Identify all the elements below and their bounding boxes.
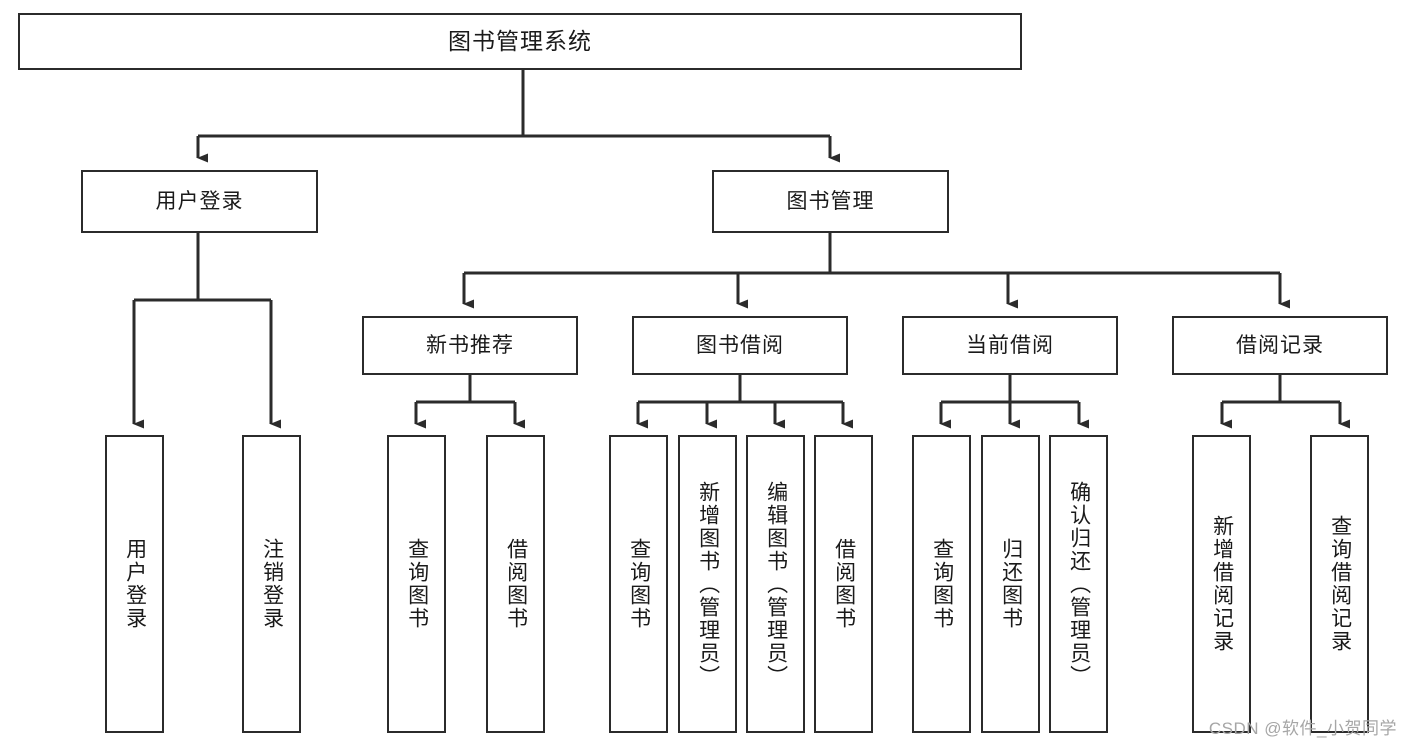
- node-label: 图书管理: [786, 189, 875, 213]
- node-label: 注销登录: [260, 538, 284, 630]
- node-label: 新增借阅记录: [1210, 515, 1234, 653]
- node-label: 图书管理系统: [448, 27, 592, 54]
- leaf-confirm-return-admin[interactable]: 确认归还（管理员）: [1049, 435, 1108, 733]
- node-label: 新书推荐: [426, 333, 514, 357]
- node-new-book-recommend[interactable]: 新书推荐: [362, 316, 578, 375]
- node-label: 用户登录: [155, 189, 244, 213]
- node-label: 归还图书: [999, 538, 1023, 630]
- leaf-query-book-current[interactable]: 查询图书: [912, 435, 971, 733]
- leaf-query-book-borrow[interactable]: 查询图书: [609, 435, 668, 733]
- leaf-return-book[interactable]: 归还图书: [981, 435, 1040, 733]
- leaf-user-login[interactable]: 用户登录: [105, 435, 164, 733]
- node-label: 借阅记录: [1236, 333, 1324, 357]
- node-label: 查询图书: [930, 538, 954, 630]
- leaf-query-borrow-record[interactable]: 查询借阅记录: [1310, 435, 1369, 733]
- node-label: 图书借阅: [696, 333, 784, 357]
- node-label: 当前借阅: [966, 333, 1054, 357]
- node-book-management[interactable]: 图书管理: [712, 170, 949, 233]
- node-label: 确认归还（管理员）: [1067, 480, 1091, 688]
- node-label: 新增图书（管理员）: [696, 480, 720, 688]
- node-root-system[interactable]: 图书管理系统: [18, 13, 1022, 70]
- node-book-borrow[interactable]: 图书借阅: [632, 316, 848, 375]
- leaf-edit-book-admin[interactable]: 编辑图书（管理员）: [746, 435, 805, 733]
- node-current-borrow[interactable]: 当前借阅: [902, 316, 1118, 375]
- node-user-login[interactable]: 用户登录: [81, 170, 318, 233]
- node-label: 查询借阅记录: [1328, 515, 1352, 653]
- node-label: 借阅图书: [832, 538, 856, 630]
- leaf-logout-login[interactable]: 注销登录: [242, 435, 301, 733]
- node-label: 用户登录: [123, 538, 147, 630]
- csdn-watermark: CSDN @软件_小贺同学: [1208, 719, 1397, 738]
- node-label: 编辑图书（管理员）: [764, 480, 788, 688]
- node-label: 查询图书: [627, 538, 651, 630]
- leaf-add-borrow-record[interactable]: 新增借阅记录: [1192, 435, 1251, 733]
- leaf-borrow-book-recommend[interactable]: 借阅图书: [486, 435, 545, 733]
- node-label: 借阅图书: [504, 538, 528, 630]
- leaf-borrow-book-borrow[interactable]: 借阅图书: [814, 435, 873, 733]
- leaf-query-book-recommend[interactable]: 查询图书: [387, 435, 446, 733]
- leaf-add-book-admin[interactable]: 新增图书（管理员）: [678, 435, 737, 733]
- node-label: 查询图书: [405, 538, 429, 630]
- node-borrow-record[interactable]: 借阅记录: [1172, 316, 1388, 375]
